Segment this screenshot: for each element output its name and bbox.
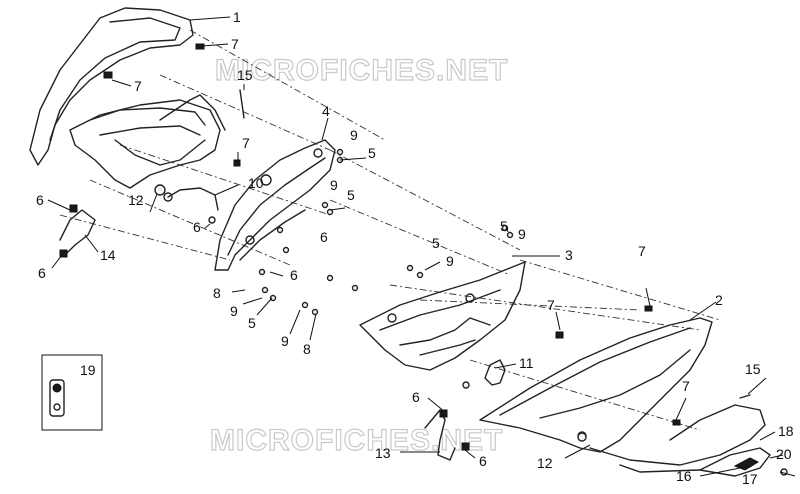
callout-11: 11 [519, 355, 534, 371]
callout-9: 9 [230, 303, 238, 319]
bracket-14-part [59, 204, 96, 258]
small-trim-parts [699, 447, 771, 477]
callout-14: 14 [100, 247, 116, 263]
callout-6: 6 [193, 219, 201, 235]
bracket-11-part [484, 359, 506, 386]
watermark-top: MICROFICHES.NET [215, 54, 508, 87]
part-19-box [41, 354, 103, 431]
callout-10: 10 [248, 175, 264, 191]
callout-6: 6 [320, 229, 328, 245]
callout-9: 9 [446, 253, 454, 269]
callout-3: 3 [565, 247, 573, 263]
callout-5: 5 [347, 187, 355, 203]
callout-7: 7 [134, 78, 142, 94]
callout-9: 9 [518, 226, 526, 242]
callout-6: 6 [290, 267, 298, 283]
front-fairing-part [29, 7, 226, 189]
callout-19: 19 [80, 362, 96, 378]
callout-5: 5 [248, 315, 256, 331]
callout-7: 7 [638, 243, 646, 259]
callout-7: 7 [231, 36, 239, 52]
inner-panel-part [214, 139, 336, 271]
callout-6: 6 [38, 265, 46, 281]
callout-16: 16 [676, 468, 692, 484]
bracket-13-part [424, 409, 470, 461]
callout-labels: 1 7 7 15 7 4 9 5 9 5 10 12 6 6 14 6 6 6 … [36, 9, 794, 487]
callout-15: 15 [237, 67, 253, 83]
watermark-bottom: MICROFICHES.NET [210, 424, 503, 457]
callout-7: 7 [547, 297, 555, 313]
callout-7: 7 [682, 378, 690, 394]
callout-5: 5 [432, 235, 440, 251]
alignment-lines [59, 29, 721, 431]
fasteners [103, 43, 788, 476]
callout-18: 18 [778, 423, 794, 439]
side-fairing-part [479, 317, 766, 473]
callout-9: 9 [281, 333, 289, 349]
bracket-10-part [163, 187, 219, 211]
lower-center-panel-part [359, 261, 526, 371]
callout-6: 6 [36, 192, 44, 208]
leader-lines [47, 16, 796, 477]
callout-13: 13 [375, 445, 391, 461]
callout-12: 12 [537, 455, 553, 471]
callout-5: 5 [368, 145, 376, 161]
callout-17: 17 [742, 471, 758, 487]
callout-6: 6 [479, 453, 487, 469]
callout-9: 9 [330, 177, 338, 193]
callout-2: 2 [715, 292, 723, 308]
callout-8: 8 [213, 285, 221, 301]
callout-5: 5 [500, 218, 508, 234]
callout-15: 15 [745, 361, 761, 377]
callout-12: 12 [128, 192, 144, 208]
callout-9: 9 [350, 127, 358, 143]
callout-7: 7 [242, 135, 250, 151]
callout-20: 20 [776, 446, 792, 462]
callout-6: 6 [412, 389, 420, 405]
callout-4: 4 [322, 103, 330, 119]
callout-1: 1 [233, 9, 241, 25]
callout-8: 8 [303, 341, 311, 357]
